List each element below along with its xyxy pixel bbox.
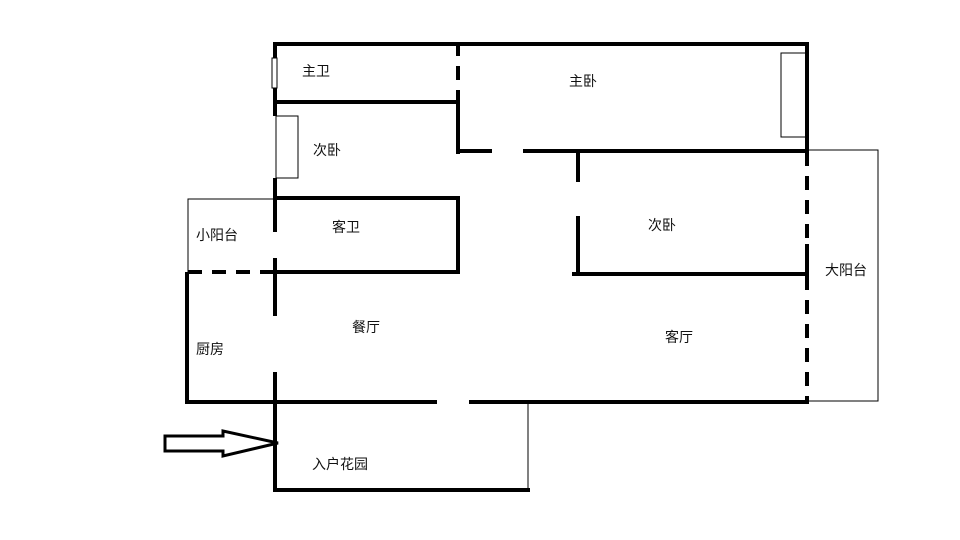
window-master-bath — [271, 57, 278, 89]
label-large-balcony: 大阳台 — [825, 263, 867, 279]
label-living-room: 客厅 — [665, 329, 693, 346]
label-small-balcony: 小阳台 — [196, 228, 238, 244]
large-balcony-outline — [808, 149, 879, 402]
label-kitchen: 厨房 — [196, 342, 224, 358]
arrow-right-icon — [163, 429, 279, 458]
window-master-bedroom — [780, 52, 807, 138]
walls — [185, 42, 809, 492]
thin-outlines — [187, 149, 879, 490]
label-master-bath: 主卫 — [302, 64, 330, 80]
label-master-bedroom: 主卧 — [569, 74, 597, 90]
label-second-bedroom-left: 次卧 — [313, 143, 341, 159]
windows — [271, 52, 807, 179]
small-balcony-outline — [187, 198, 275, 272]
label-second-bedroom-right: 次卧 — [648, 218, 676, 234]
label-entry-garden: 入户花园 — [312, 456, 368, 473]
label-dining-room: 餐厅 — [352, 320, 380, 336]
label-guest-bath: 客卫 — [332, 219, 360, 236]
window-second-bedroom-left — [275, 115, 299, 179]
room-labels: 主卫 主卧 次卧 客卫 小阳台 次卧 大阳台 餐厅 客厅 厨房 入户花园 — [196, 64, 867, 473]
